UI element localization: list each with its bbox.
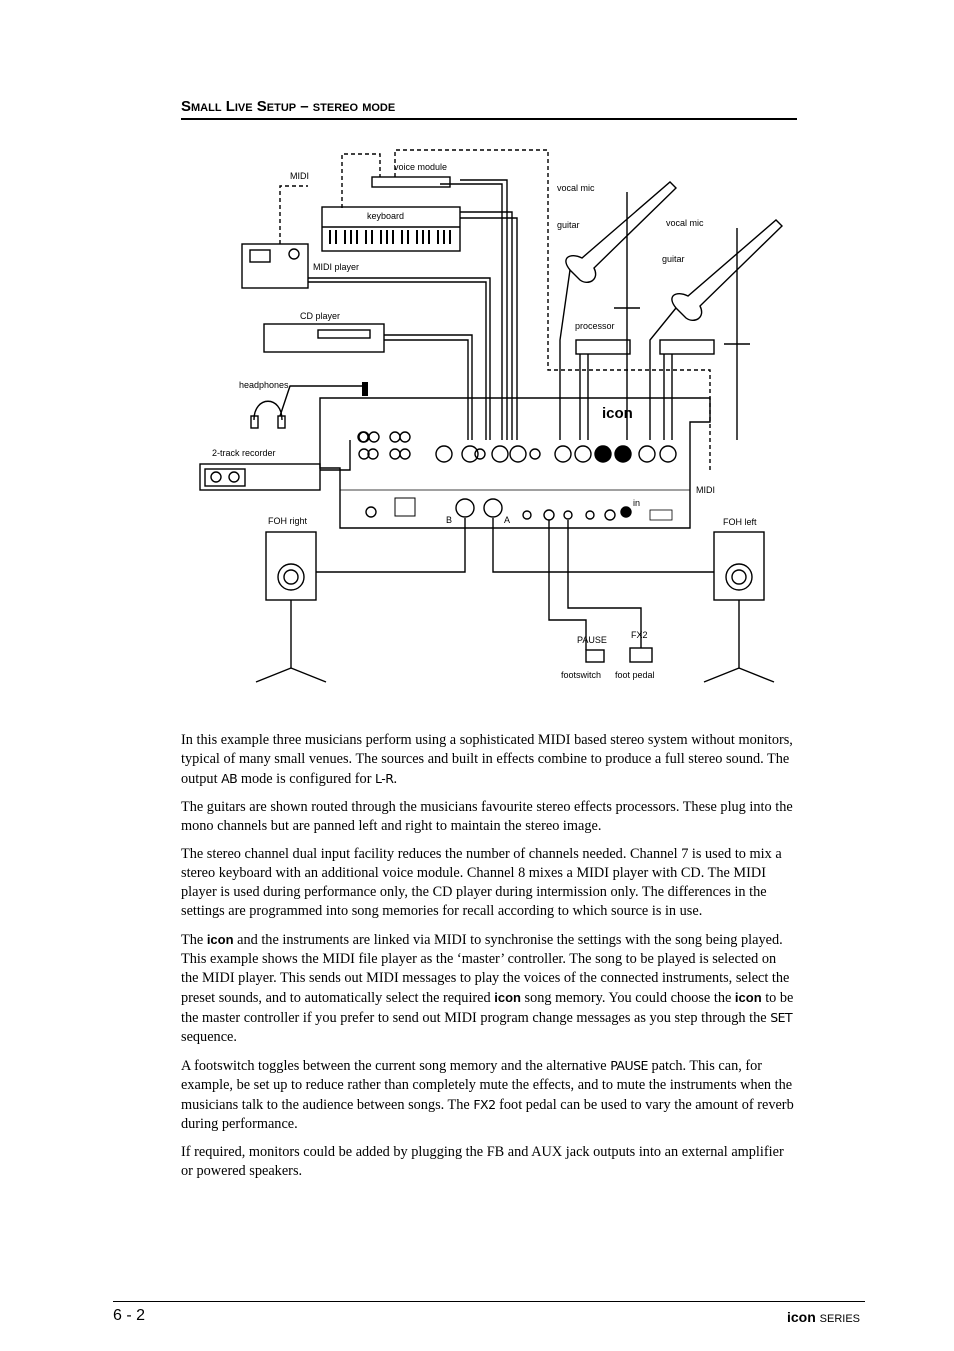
- paragraph-1: In this example three musicians perform …: [181, 732, 793, 787]
- guitar-1: [565, 181, 677, 284]
- label-foh-right: FOH right: [268, 516, 308, 526]
- label-guitar-2: guitar: [662, 254, 685, 264]
- label-fx2: FX2: [631, 630, 648, 640]
- label-midi-player: MIDI player: [313, 262, 359, 272]
- paragraph-5: A footswitch toggles between the current…: [181, 1058, 794, 1132]
- label-cd-player: CD player: [300, 311, 340, 321]
- footer-brand: icon SERIES: [786, 1309, 860, 1325]
- mixer-jacks: [357, 431, 677, 463]
- label-foot-pedal: foot pedal: [615, 670, 655, 680]
- mixer-outline: [319, 397, 711, 529]
- setup-diagram: icon MIDI voice module keyboard MIDI pla…: [199, 149, 783, 683]
- page-number: 6 - 2: [113, 1307, 146, 1324]
- label-two-track: 2-track recorder: [212, 448, 276, 458]
- label-midi-right: MIDI: [696, 485, 715, 495]
- label-guitar-1: guitar: [557, 220, 580, 230]
- icon-logo: icon: [602, 405, 633, 422]
- label-keyboard: keyboard: [367, 211, 404, 221]
- keyboard: [321, 206, 461, 252]
- foh-left-speaker: [703, 531, 775, 683]
- label-voice-module: voice module: [394, 162, 447, 172]
- processor-1: [575, 339, 631, 355]
- footer-rule: [113, 1301, 865, 1302]
- label-in: in: [633, 498, 640, 508]
- foh-right-speaker: [255, 531, 327, 683]
- label-vocal-mic-2: vocal mic: [666, 218, 704, 228]
- cd-player: [263, 323, 385, 353]
- voice-module: [371, 176, 451, 188]
- two-track-recorder: [199, 463, 321, 491]
- label-midi-top: MIDI: [290, 171, 309, 181]
- label-footswitch: footswitch: [561, 670, 601, 680]
- page-heading: Small Live Setup – stereo mode: [181, 98, 797, 120]
- label-pause: PAUSE: [577, 635, 607, 645]
- label-headphones: headphones: [239, 380, 289, 390]
- label-b: B: [446, 515, 452, 525]
- paragraph-6: If required, monitors could be added by …: [181, 1144, 784, 1179]
- paragraph-4: The icon and the instruments are linked …: [181, 932, 794, 1045]
- guitar-2: [671, 219, 783, 322]
- midi-player: [241, 243, 309, 289]
- processor-2: [659, 339, 715, 355]
- label-processor: processor: [575, 321, 615, 331]
- label-a: A: [504, 515, 510, 525]
- foot-pedal: [629, 647, 653, 663]
- paragraph-2: The guitars are shown routed through the…: [181, 799, 793, 834]
- footswitch: [585, 649, 605, 663]
- label-vocal-mic-1: vocal mic: [557, 183, 595, 193]
- paragraph-3: The stereo channel dual input facility r…: [181, 846, 782, 919]
- body-text: In this example three musicians perform …: [181, 731, 797, 1190]
- label-foh-left: FOH left: [723, 517, 757, 527]
